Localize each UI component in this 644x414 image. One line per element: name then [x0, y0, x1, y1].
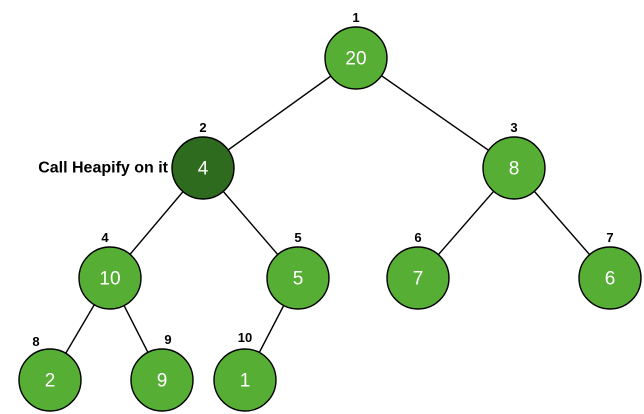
node-index-label: 3: [510, 120, 517, 135]
tree-node-2: 42: [171, 120, 235, 200]
tree-node-5: 55: [266, 230, 330, 310]
tree-node-1: 20 1: [324, 10, 388, 90]
node-index-label: 10: [238, 330, 252, 345]
tree-node-6: 76: [386, 230, 450, 310]
node-circle: [386, 246, 450, 310]
tree-node-3: 83: [482, 120, 546, 200]
node-circle: [482, 136, 546, 200]
node-index-label: 4: [101, 230, 109, 245]
tree-node-9: 99: [130, 332, 194, 412]
tree-node-10: 1 10: [213, 330, 277, 412]
node-circle: [78, 246, 142, 310]
node-value: 20: [345, 49, 366, 70]
node-index-label: 1: [352, 10, 359, 25]
node-circle: [213, 348, 277, 412]
node-index-label: 8: [32, 334, 39, 349]
node-value: 7: [413, 269, 424, 290]
node-index-label: 2: [199, 120, 206, 135]
node-circle: [266, 246, 330, 310]
tree-node-7: 67: [578, 230, 642, 310]
node-index-label: 9: [164, 332, 171, 347]
node-circle: [130, 348, 194, 412]
node-index-label: 7: [606, 230, 613, 245]
tree-node-4: 10 4: [78, 230, 142, 310]
node-circle: [18, 348, 82, 412]
node-value: 2: [45, 371, 56, 392]
node-value: 4: [198, 159, 209, 180]
node-value: 5: [293, 269, 304, 290]
node-index-label: 5: [294, 230, 301, 245]
heapify-annotation: Call Heapify on it: [38, 160, 168, 177]
tree-edges: [49, 57, 611, 381]
node-value: 6: [605, 269, 616, 290]
node-circle: [578, 246, 642, 310]
node-value: 9: [157, 371, 168, 392]
node-circle: [171, 136, 235, 200]
node-value: 8: [509, 159, 520, 180]
node-value: 10: [99, 269, 120, 290]
tree-node-8: 28: [18, 334, 82, 412]
node-index-label: 6: [414, 230, 421, 245]
edge-1-3: [355, 57, 515, 169]
node-circle: [324, 26, 388, 90]
node-value: 1: [240, 371, 251, 392]
